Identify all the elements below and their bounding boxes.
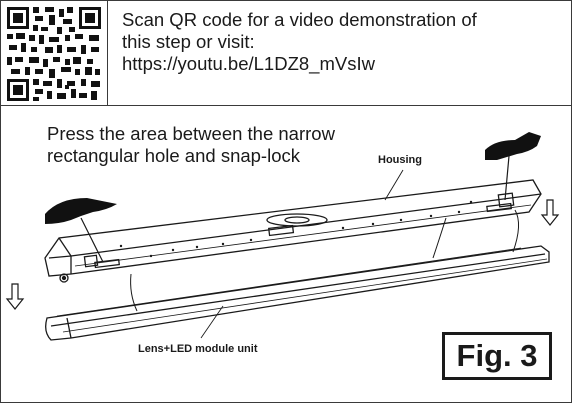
video-link[interactable]: https://youtu.be/L1DZ8_mVsIw: [122, 53, 375, 74]
right-hand-icon: [485, 132, 541, 160]
qr-header: Scan QR code for a video demonstration o…: [1, 1, 571, 106]
header-divider: [107, 1, 108, 105]
lens-led-module-label: Lens+LED module unit: [138, 343, 258, 355]
figure-area: Press the area between the narrow rectan…: [1, 106, 571, 402]
qr-code-icon[interactable]: [5, 5, 103, 103]
wires: [130, 209, 519, 312]
left-down-arrow-icon: [5, 283, 25, 310]
instruction-line-1: Press the area between the narrow: [47, 123, 335, 144]
scan-instructions: Scan QR code for a video demonstration o…: [122, 9, 552, 75]
right-down-arrow-icon: [540, 199, 560, 226]
instruction-line-2: rectangular hole and snap-lock: [47, 145, 300, 166]
lens-module: [45, 245, 550, 341]
scan-text-line-1: Scan QR code for a video demonstration o…: [122, 9, 477, 30]
fixture-drawing: [5, 132, 560, 341]
housing-label: Housing: [378, 154, 422, 166]
press-instruction: Press the area between the narrow rectan…: [47, 123, 335, 167]
scan-text-line-2: this step or visit:: [122, 31, 255, 52]
left-hand-icon: [45, 198, 117, 224]
figure-number-label: Fig. 3: [442, 332, 552, 380]
